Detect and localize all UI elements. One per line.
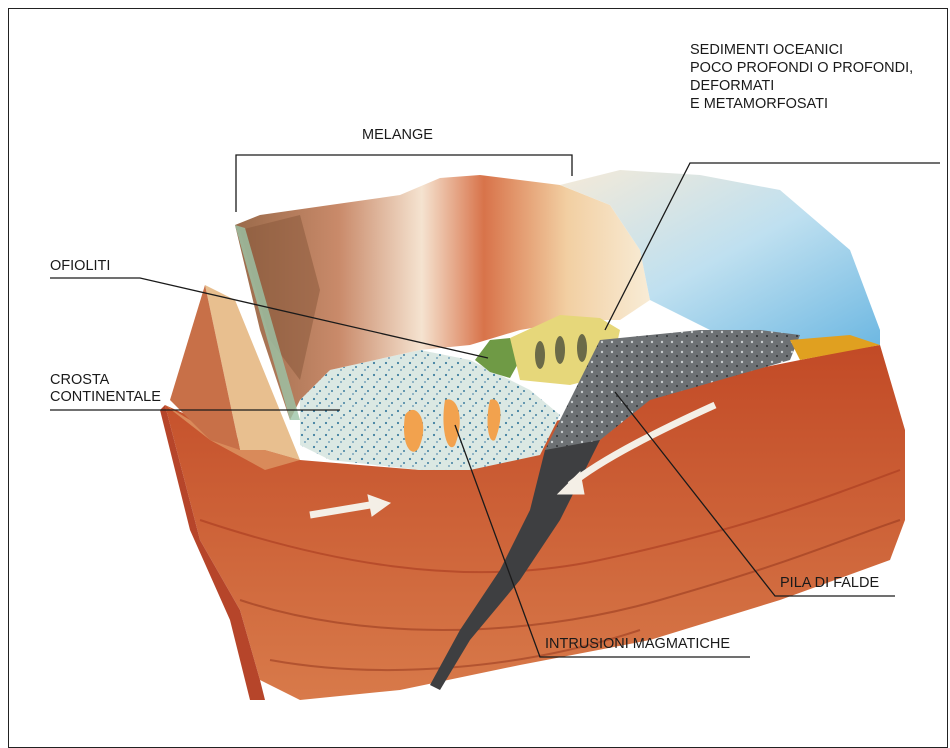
label-sedimenti: SEDIMENTI OCEANICI POCO PROFONDI O PROFO… bbox=[690, 42, 913, 112]
label-melange: MELANGE bbox=[362, 127, 433, 143]
svg-text:CROSTA: CROSTA bbox=[50, 372, 110, 388]
svg-text:E METAMORFOSATI: E METAMORFOSATI bbox=[690, 96, 828, 112]
svg-text:POCO PROFONDI O PROFONDI,: POCO PROFONDI O PROFONDI, bbox=[690, 60, 913, 76]
svg-text:SEDIMENTI OCEANICI: SEDIMENTI OCEANICI bbox=[690, 42, 843, 58]
svg-text:DEFORMATI: DEFORMATI bbox=[690, 78, 774, 94]
label-crosta: CROSTA CONTINENTALE bbox=[50, 372, 161, 405]
label-pila: PILA DI FALDE bbox=[780, 575, 879, 591]
label-ofioliti: OFIOLITI bbox=[50, 258, 110, 274]
svg-text:CONTINENTALE: CONTINENTALE bbox=[50, 389, 161, 405]
label-intrusioni: INTRUSIONI MAGMATICHE bbox=[545, 636, 730, 652]
geologic-block-diagram: MELANGE SEDIMENTI OCEANICI POCO PROFONDI… bbox=[0, 0, 950, 730]
